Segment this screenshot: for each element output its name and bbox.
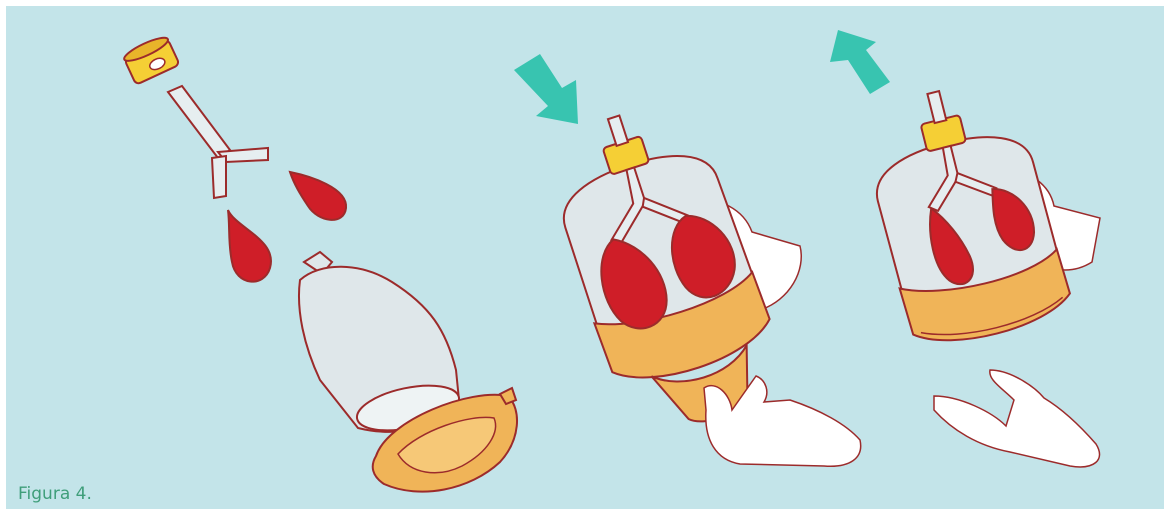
figure-caption: Figura 4. [18, 484, 92, 504]
